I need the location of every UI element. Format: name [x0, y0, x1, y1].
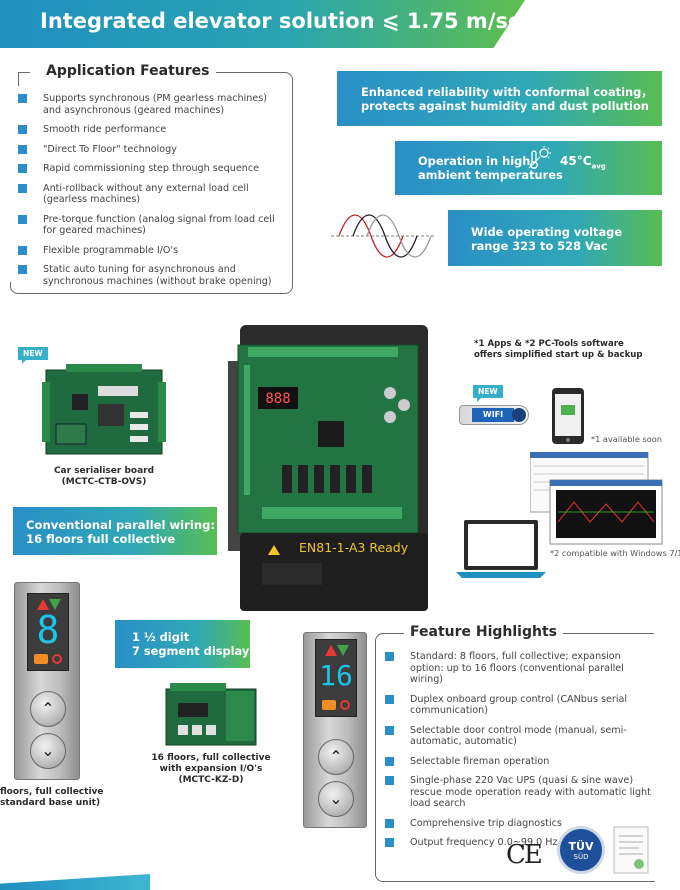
feature-item: "Direct To Floor" technology — [17, 144, 277, 156]
note-available-soon: *1 available soon — [591, 434, 662, 444]
feature-highlights-list: Standard: 8 floors, full collective; exp… — [384, 651, 656, 849]
voltage-line-2: range 323 to 528 Vac — [471, 239, 608, 253]
alarm-icon — [340, 700, 350, 710]
highlight-item: Single-phase 220 Vac UPS (quasi & sine w… — [384, 775, 656, 810]
box-right-line — [292, 80, 293, 282]
parallel-line-2: 16 floors full collective — [26, 532, 176, 546]
new-badge: NEW — [18, 347, 48, 364]
temperature-line-1: Operation in high — [418, 154, 531, 168]
cop-floor-digit: 8 — [36, 608, 60, 652]
cop-panel-expansion: 16 ⌃ ⌄ — [303, 632, 367, 828]
car-board-caption: Car serialiser board (MCTC-CTB-OVS) — [53, 466, 155, 487]
reliability-line-1: Enhanced reliability with conformal coat… — [361, 85, 653, 99]
feature-item: Flexible programmable I/O's — [17, 245, 277, 257]
segment-line-2: 7 segment display — [132, 644, 250, 658]
base-unit-caption: floors, full collective standard base un… — [0, 787, 104, 808]
wifi-new-badge: NEW — [473, 385, 503, 402]
feature-item: Pre-torque function (analog signal from … — [17, 214, 277, 237]
fh-top-left-corner — [375, 633, 405, 647]
certificate-document-icon — [613, 826, 649, 874]
fh-left-line — [375, 646, 376, 876]
page-title: Integrated elevator solution ⩽ 1.75 m/se… — [40, 9, 535, 33]
sine-wave-icon — [331, 214, 436, 258]
thermometer-sun-icon — [528, 146, 551, 169]
laptop-icon — [456, 520, 546, 578]
fh-top-right-line — [560, 633, 654, 634]
highlight-item: Selectable fireman operation — [384, 756, 656, 768]
up-down-arrow-icon — [37, 599, 61, 610]
alarm-icon — [52, 654, 62, 664]
box-top-right-line — [212, 72, 284, 73]
temperature-value: 45°Cavg — [560, 154, 606, 171]
svg-text:888: 888 — [265, 391, 290, 407]
voltage-line-1: Wide operating voltage — [471, 225, 623, 239]
box-left-tick — [18, 72, 19, 86]
box-top-right-corner — [284, 72, 293, 81]
apps-tools-text: *1 Apps & *2 PC-Tools software offers si… — [474, 339, 643, 360]
fh-bottom-line — [375, 870, 655, 882]
note-windows-compat: *2 compatible with Windows 7/10 — [550, 548, 680, 558]
cop-up-button-expansion[interactable]: ⌃ — [318, 739, 354, 775]
reliability-line-2: protects against humidity and dust pollu… — [361, 99, 649, 113]
segment-display-tag: 1 ½ digit 7 segment display — [115, 620, 250, 668]
highlight-item: Comprehensive trip diagnostics — [384, 818, 656, 830]
chevron-up-icon: ⌃ — [329, 747, 343, 766]
temperature-line-2: ambient temperatures — [418, 168, 563, 182]
feature-item: Supports synchronous (PM gearless machin… — [17, 93, 277, 116]
highlight-item: Output frequency 0.0~99.0 Hz — [384, 837, 656, 849]
temperature-tag: Operation in high ambient temperatures 4… — [395, 141, 662, 195]
footer-stripe — [0, 874, 150, 890]
highlight-item: Duplex onboard group control (CANbus ser… — [384, 694, 656, 717]
feature-item: Smooth ride performance — [17, 124, 277, 136]
cop-floor-digit-expansion: 16 — [319, 659, 353, 692]
chevron-down-icon: ⌄ — [329, 789, 343, 808]
segment-line-1: 1 ½ digit — [132, 630, 190, 644]
header-banner: Integrated elevator solution ⩽ 1.75 m/se… — [0, 0, 525, 48]
chevron-down-icon: ⌄ — [41, 741, 55, 760]
highlight-item: Standard: 8 floors, full collective; exp… — [384, 651, 656, 686]
overload-icon — [34, 654, 48, 664]
application-features-list: Supports synchronous (PM gearless machin… — [17, 93, 277, 287]
en81-label: EN81-1-A3 Ready — [299, 540, 409, 555]
cop-up-button[interactable]: ⌃ — [30, 691, 66, 727]
chevron-up-icon: ⌃ — [41, 699, 55, 718]
cop-display-expansion: 16 — [315, 639, 357, 717]
parallel-wiring-tag: Conventional parallel wiring: 16 floors … — [13, 507, 217, 555]
feature-highlights-title: Feature Highlights — [404, 624, 563, 640]
voltage-tag: Wide operating voltage range 323 to 528 … — [448, 210, 662, 266]
cop-display: 8 — [27, 593, 69, 671]
box-bottom-line — [10, 282, 293, 294]
reliability-tag: Enhanced reliability with conformal coat… — [337, 71, 662, 126]
parallel-line-1: Conventional parallel wiring: — [26, 518, 216, 532]
feature-item: Static auto tuning for asynchronous and … — [17, 264, 277, 287]
pc-tool-screens-image — [530, 452, 663, 545]
feature-item: Rapid commissioning step through sequenc… — [17, 163, 277, 175]
main-controller-image: 888 — [228, 325, 428, 611]
tuv-seal-icon: TÜV SÜD — [557, 826, 605, 874]
expansion-board-image — [165, 683, 257, 746]
highlight-item: Selectable door control mode (manual, se… — [384, 725, 656, 748]
kz-board-caption: 16 floors, full collective with expansio… — [151, 753, 271, 785]
ce-mark: CE — [506, 840, 543, 870]
cop-down-button-expansion[interactable]: ⌄ — [318, 781, 354, 817]
cop-panel-base: 8 ⌃ ⌄ — [14, 582, 80, 780]
feature-item: Anti-rollback without any external load … — [17, 183, 277, 206]
wifi-label: WIFI — [472, 408, 514, 422]
application-features-title: Application Features — [40, 63, 216, 79]
car-serialiser-board-image — [42, 364, 166, 455]
cop-down-button[interactable]: ⌄ — [30, 733, 66, 769]
box-top-left-line — [18, 72, 30, 73]
up-down-arrow-icon — [325, 645, 349, 656]
smartphone-icon — [552, 388, 584, 444]
wifi-dongle: WIFI — [459, 405, 529, 425]
overload-icon — [322, 700, 336, 710]
